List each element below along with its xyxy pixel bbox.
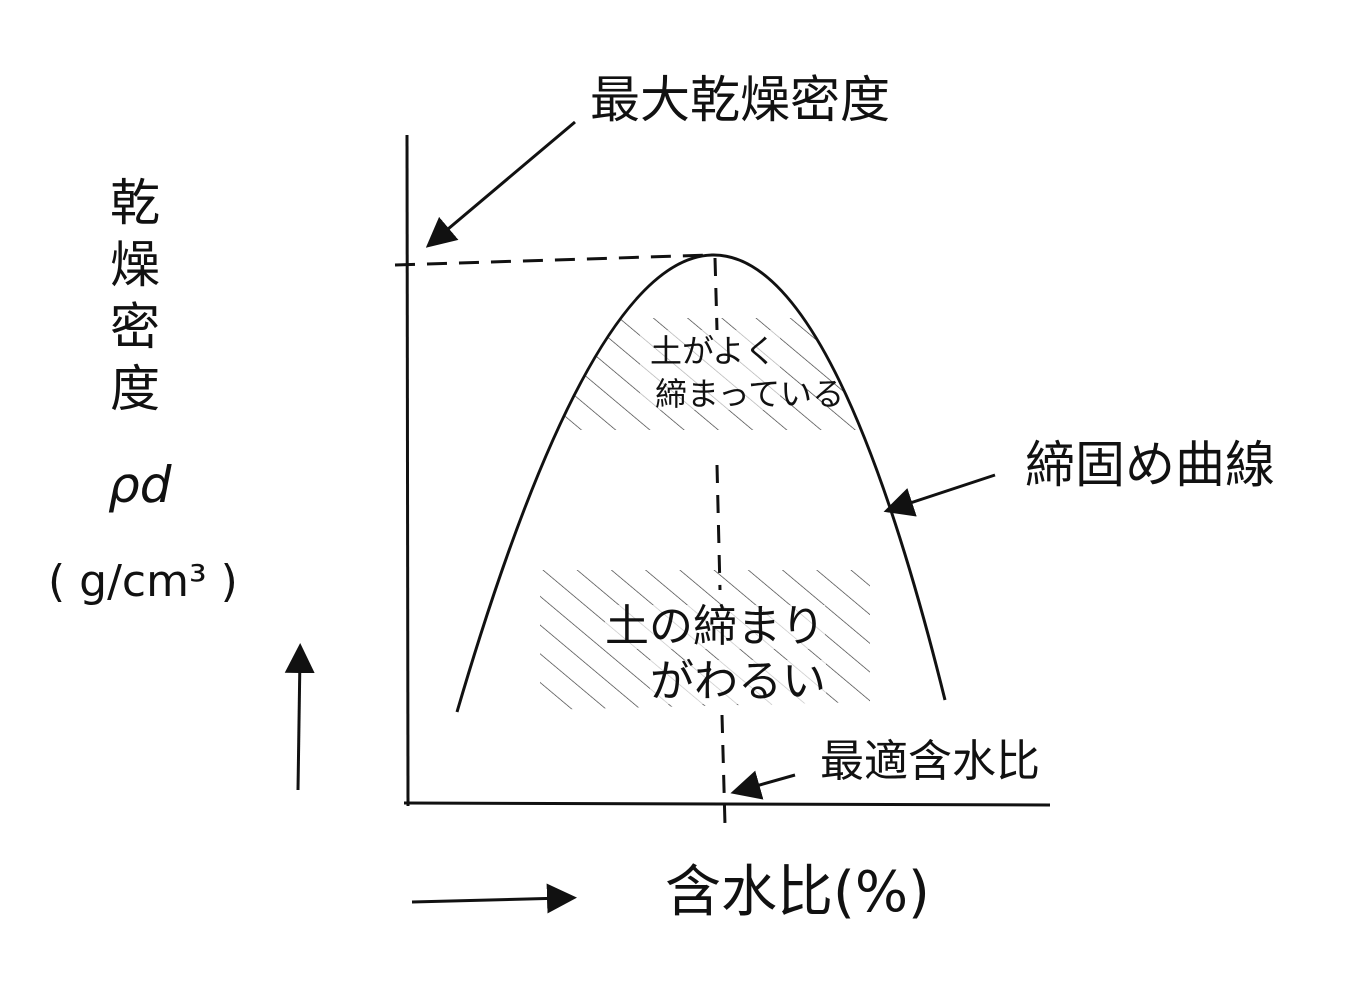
optimum-dashed-line-mid (715, 464, 722, 591)
well-compacted-line1: 土がよく (650, 332, 777, 370)
curve-arrow (883, 473, 996, 517)
y-direction-arrow (284, 643, 315, 791)
well-compacted-line2: 締まっている (655, 375, 845, 413)
x-direction-arrow (411, 883, 577, 914)
optimum-dashed-line-bottom (720, 714, 727, 826)
x-axis (403, 801, 1051, 807)
hatch-poorly-compacted (540, 570, 870, 712)
poorly-compacted-line1: 土の締まり (605, 601, 825, 652)
max-dry-density-label: 最大乾燥密度 (590, 71, 890, 129)
optimum-arrow (730, 770, 796, 800)
y-axis-title: 乾燥密度 (110, 174, 160, 418)
max-density-dashed-line (394, 253, 713, 267)
y-axis-unit: ( g/cm³ ) (48, 556, 238, 607)
poorly-compacted-line2: がわるい (650, 656, 826, 707)
max-density-arrow (425, 120, 576, 248)
y-axis (405, 134, 410, 807)
y-axis-symbol: ρd (108, 456, 172, 514)
optimum-dashed-line-top (713, 257, 719, 331)
compaction-curve (455, 253, 947, 713)
curve-name-label: 締固め曲線 (1025, 436, 1275, 494)
x-axis-title: 含水比(%) (665, 860, 930, 925)
optimum-moisture-label: 最適含水比 (820, 736, 1040, 787)
